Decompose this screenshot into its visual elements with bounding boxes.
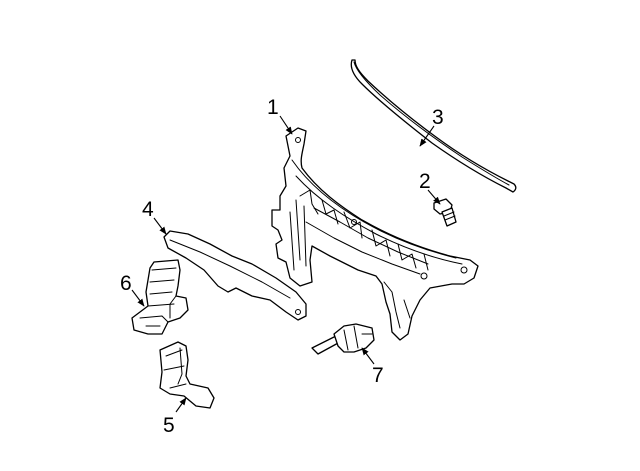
leader-1 [279,115,293,135]
callout-2: 2 [419,170,431,193]
callout-4: 4 [142,198,154,221]
leader-4 [153,217,167,235]
part-2-bolt [433,198,457,227]
part-4-air-deflector [163,230,307,321]
leader-6 [131,289,145,307]
callout-6: 6 [120,272,132,295]
callout-7: 7 [372,364,384,387]
part-6-bracket [131,259,189,335]
callout-3: 3 [432,106,444,129]
leader-lines [131,115,441,413]
part-5-lower-deflector [159,341,215,409]
callout-1: 1 [267,96,279,119]
callout-5: 5 [163,414,175,437]
leader-2 [427,189,441,205]
part-7-latch-sensor [311,323,375,355]
part-3-hood-seal [350,59,517,193]
leader-3 [419,125,435,147]
callout-labels: 1 2 3 4 5 6 7 [120,96,444,437]
leader-5 [175,397,187,413]
leader-7 [361,347,375,365]
part-1-radiator-support [271,127,479,341]
